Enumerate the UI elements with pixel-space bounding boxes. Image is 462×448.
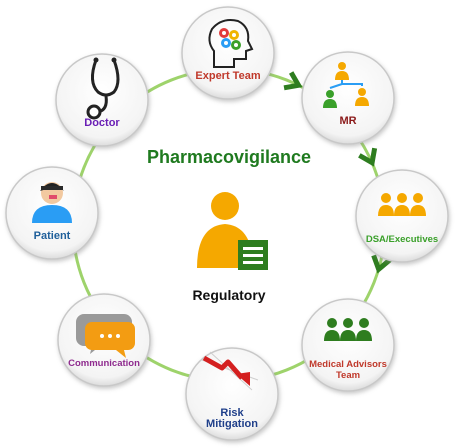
- stethoscope-icon: [86, 57, 120, 120]
- node-label: Communication: [68, 358, 140, 369]
- node-communication: Communication: [57, 293, 151, 387]
- node-label: Mitigation: [206, 418, 258, 430]
- speech-bubble-icon: [76, 314, 135, 358]
- node-label: DSA/Executives: [366, 234, 438, 245]
- flow-arrow: [371, 254, 392, 274]
- node-label: Medical Advisors: [309, 359, 387, 370]
- regulatory-icon: [197, 192, 268, 270]
- node-circle: [55, 53, 149, 147]
- flow-arrow: [283, 71, 303, 91]
- node-mr: MR: [301, 51, 395, 145]
- falling-arrow-icon: [201, 351, 259, 391]
- node-expert-team: Expert Team: [181, 6, 275, 100]
- diagram-title: Pharmacovigilance: [147, 147, 311, 167]
- node-circle: [181, 6, 275, 100]
- team-icon: [324, 318, 372, 341]
- node-circle: [301, 298, 395, 392]
- node-doctor: Doctor: [55, 53, 149, 147]
- gear-head-icon: [208, 19, 254, 68]
- node-label: Risk: [220, 407, 244, 419]
- node-label: Team: [336, 370, 360, 381]
- node-dsa-executives: DSA/Executives: [355, 169, 449, 263]
- patient-icon: [32, 182, 72, 223]
- center-label: Regulatory: [192, 287, 265, 303]
- node-patient: Patient: [5, 166, 99, 260]
- people-network-icon: [323, 62, 369, 108]
- node-label: MR: [339, 115, 356, 127]
- node-label: Patient: [34, 230, 71, 242]
- node-label: Doctor: [84, 117, 120, 129]
- node-label: Expert Team: [195, 70, 260, 82]
- team-icon: [378, 193, 426, 216]
- flow-arrow: [358, 147, 378, 167]
- node-circle: [301, 51, 395, 145]
- node-circle: [185, 347, 279, 441]
